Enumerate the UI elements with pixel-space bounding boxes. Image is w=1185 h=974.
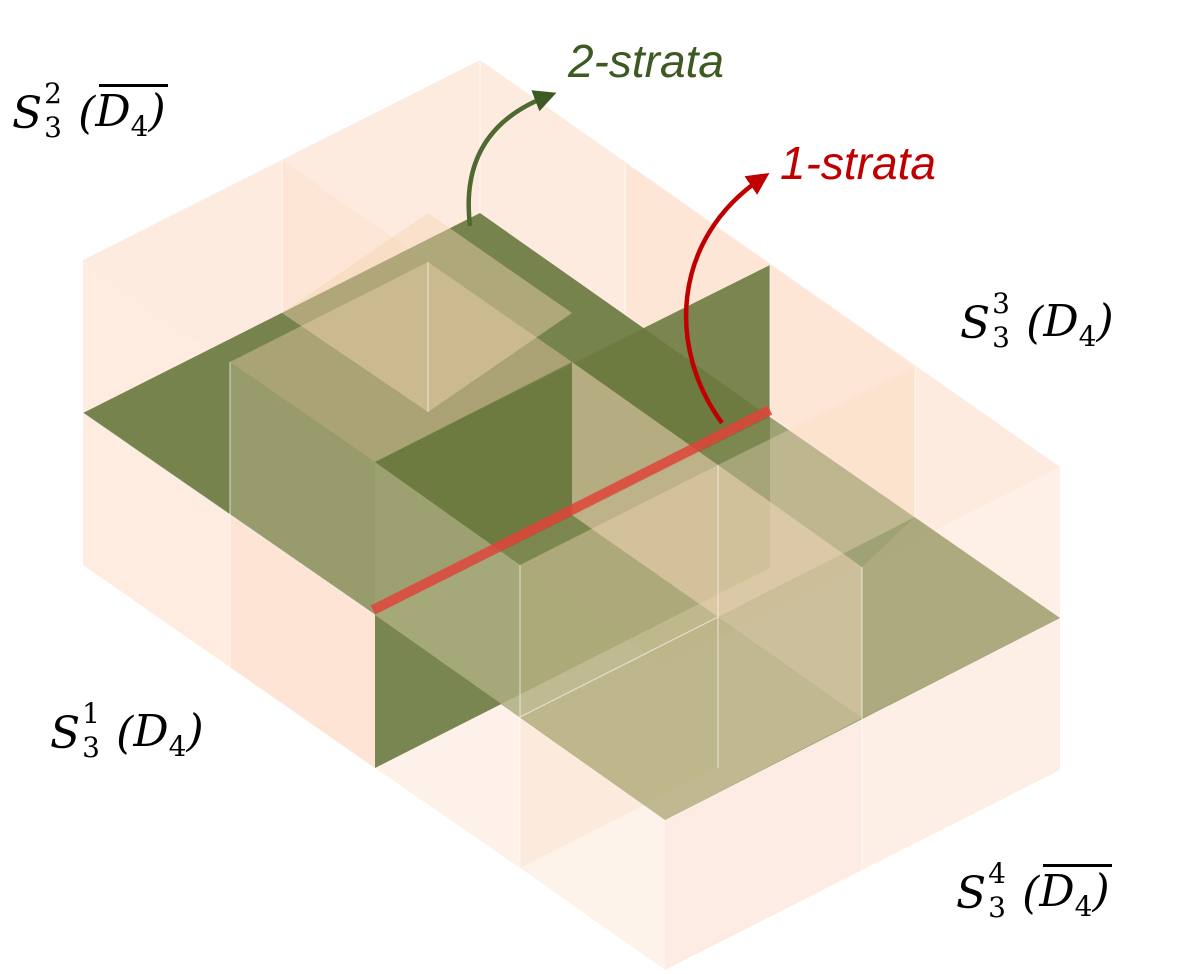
cube-overlay-upper-a-side: [230, 362, 375, 615]
plane-horizontal-left: [83, 213, 770, 615]
one-strata-arrow: [683, 172, 770, 425]
cube-overlay-upper-a: [230, 262, 572, 462]
cube-overlay-front-e: [718, 367, 915, 617]
one-strata-label: 1-strata: [780, 137, 936, 189]
front-cubes: [230, 213, 1060, 820]
conjugate-bar: D4: [95, 83, 169, 143]
one-strata-line: [370, 405, 773, 615]
cube-face-lower-front: [520, 717, 665, 970]
two-strata-arrow: [466, 90, 557, 227]
cube-edges: [82, 60, 916, 870]
cube-face-lower-inner: [230, 515, 375, 768]
cube-overlay-front-d: [520, 617, 862, 820]
cube-overlay-front-c: [572, 362, 862, 718]
two-strata-label: 2-strata: [568, 35, 724, 87]
cube-overlay-front-a: [375, 462, 520, 717]
cube-face-lower-right: [862, 618, 1060, 870]
cube-overlay-upper-b: [282, 213, 572, 412]
conjugate-bar: D4: [1039, 863, 1113, 923]
cube-face-lower-right-front: [665, 718, 862, 970]
cube-overlay-right: [862, 517, 1060, 718]
